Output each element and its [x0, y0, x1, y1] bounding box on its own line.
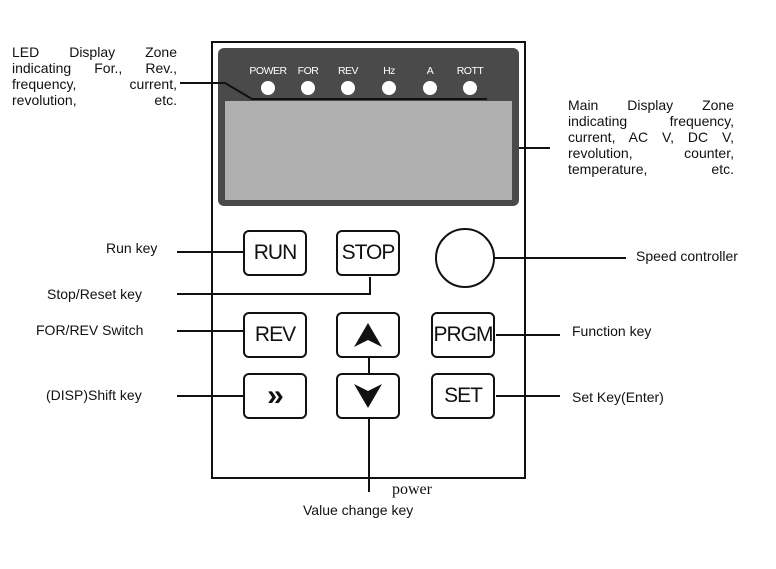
shift-key-label: (DISP)Shift key [46, 387, 142, 403]
stop-button[interactable]: STOP [336, 230, 400, 276]
set-key-label: Set Key(Enter) [572, 389, 664, 405]
down-button[interactable] [336, 373, 400, 419]
led-indicator-rott [463, 81, 477, 95]
led-indicator-for [301, 81, 315, 95]
run-button[interactable]: RUN [243, 230, 307, 276]
rev-button[interactable]: REV [243, 312, 307, 358]
speed-controller-knob[interactable] [435, 228, 495, 288]
set-button[interactable]: SET [431, 373, 495, 419]
led-zone-leader [180, 82, 487, 100]
led-label-rev: REV [337, 65, 359, 77]
led-indicator-rev [341, 81, 355, 95]
callout-line: frequency, current, [12, 76, 177, 92]
main-display-screen [225, 101, 512, 200]
led-label-rott: ROTT [456, 65, 484, 77]
led-label-power: POWER [249, 65, 287, 77]
led-zone-callout: LED Display Zone indicating For., Rev., … [12, 44, 177, 108]
function-key-label: Function key [572, 323, 652, 339]
callout-line: revolution, etc. [12, 92, 177, 108]
value-change-key-label: Value change key [303, 502, 414, 518]
callout-line: LED Display Zone [12, 44, 177, 60]
up-button[interactable] [336, 312, 400, 358]
run-key-label: Run key [106, 240, 158, 256]
callout-line: Main Display Zone [568, 97, 734, 113]
led-label-hz: Hz [383, 65, 395, 77]
callout-line: revolution, counter, [568, 145, 734, 161]
led-indicator-a [423, 81, 437, 95]
led-label-a: A [426, 65, 434, 77]
stop-reset-key-label: Stop/Reset key [47, 286, 142, 302]
callout-line: indicating For., Rev., [12, 60, 177, 76]
callout-line: current, AC V, DC V, [568, 129, 734, 145]
prgm-button[interactable]: PRGM [431, 312, 495, 358]
arrow-up-icon [354, 323, 382, 347]
arrow-down-icon [354, 384, 382, 408]
power-label: power [392, 481, 432, 498]
main-display-callout: Main Display Zone indicating frequency, … [568, 97, 734, 177]
led-indicator-power [261, 81, 275, 95]
for-rev-switch-label: FOR/REV Switch [36, 322, 144, 338]
led-label-for: FOR [297, 65, 319, 77]
speed-controller-label: Speed controller [636, 248, 738, 264]
led-indicator-hz [382, 81, 396, 95]
shift-button[interactable]: » [243, 373, 307, 419]
stop-key-leader [177, 277, 371, 295]
callout-line: temperature, etc. [568, 161, 734, 177]
callout-line: indicating frequency, [568, 113, 734, 129]
